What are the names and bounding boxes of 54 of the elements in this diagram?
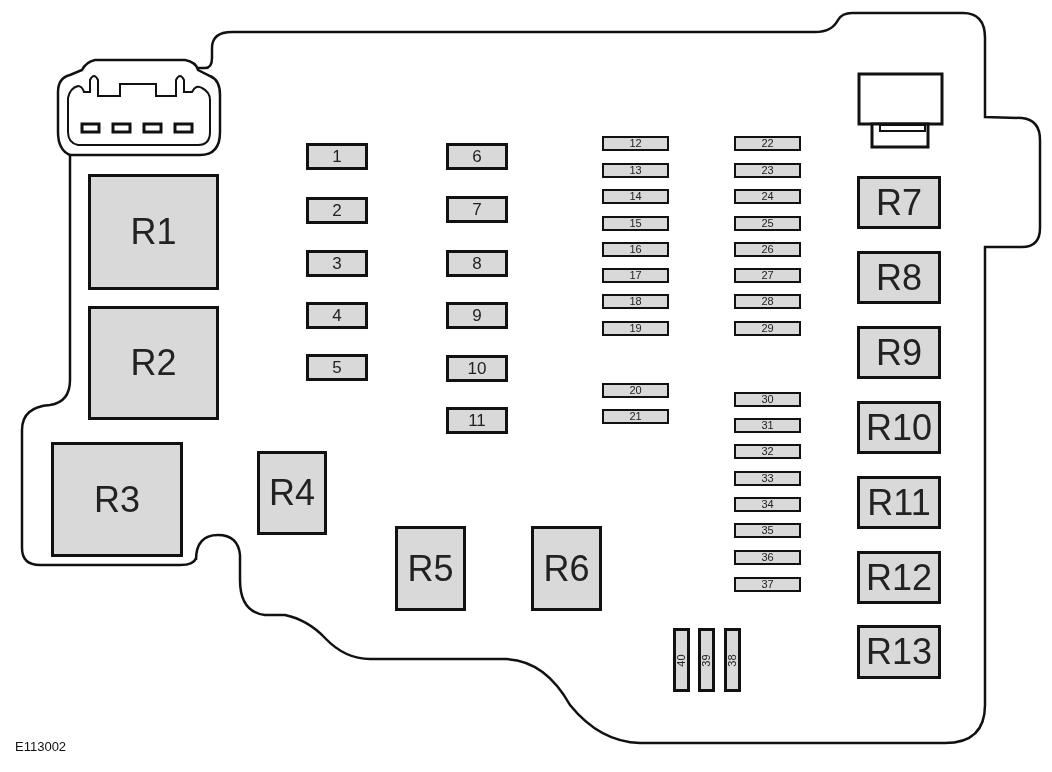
- fuse-slot: 37: [734, 577, 801, 592]
- fuse-slot: 9: [446, 302, 508, 329]
- fuse-slot: 12: [602, 136, 669, 151]
- relay-slot: R7: [857, 176, 941, 229]
- fuse-slot: 13: [602, 163, 669, 178]
- relay-slot: R8: [857, 251, 941, 304]
- fuse-slot: 11: [446, 407, 508, 434]
- fuse-slot: 32: [734, 444, 801, 459]
- relay-slot: R5: [395, 526, 466, 611]
- fuse-slot: 19: [602, 321, 669, 336]
- fuse-slot: 31: [734, 418, 801, 433]
- relay-slot: R10: [857, 401, 941, 454]
- fuse-slot: 36: [734, 550, 801, 565]
- relay-slot: R12: [857, 551, 941, 604]
- fuse-slot: 5: [306, 354, 368, 381]
- relay-slot: R9: [857, 326, 941, 379]
- fuse-slot: 35: [734, 523, 801, 538]
- relay-slot: R13: [857, 625, 941, 679]
- fuse-slot: 38: [724, 628, 741, 692]
- fuse-slot: 34: [734, 497, 801, 512]
- fuse-slot: 22: [734, 136, 801, 151]
- relay-slot: R6: [531, 526, 602, 611]
- fuse-slot: 27: [734, 268, 801, 283]
- fuse-slot: 39: [698, 628, 715, 692]
- fuse-slot: 24: [734, 189, 801, 204]
- fuse-slot: 29: [734, 321, 801, 336]
- fuse-slot: 14: [602, 189, 669, 204]
- fuse-slot: 8: [446, 250, 508, 277]
- fuse-slot: 4: [306, 302, 368, 329]
- relay-slot: R3: [51, 442, 183, 557]
- fuse-slot: 15: [602, 216, 669, 231]
- fuse-slot: 33: [734, 471, 801, 486]
- fuse-slot: 16: [602, 242, 669, 257]
- fuse-slot: 25: [734, 216, 801, 231]
- fuse-slot: 6: [446, 143, 508, 170]
- fuse-slot: 21: [602, 409, 669, 424]
- fuse-slot: 30: [734, 392, 801, 407]
- relay-slot: R11: [857, 476, 941, 529]
- fuse-slot: 1: [306, 143, 368, 170]
- fuse-slot: 17: [602, 268, 669, 283]
- fuse-slot: 2: [306, 197, 368, 224]
- fuse-slot: 20: [602, 383, 669, 398]
- fuse-slot: 28: [734, 294, 801, 309]
- fuse-slot: 18: [602, 294, 669, 309]
- fuse-slot: 26: [734, 242, 801, 257]
- relay-slot: R4: [257, 451, 327, 535]
- relay-slot: R2: [88, 306, 219, 420]
- fuse-slot: 10: [446, 355, 508, 382]
- relay-slot: R1: [88, 174, 219, 290]
- figure-code: E113002: [15, 739, 67, 754]
- fuse-slot: 3: [306, 250, 368, 277]
- fuse-slot: 23: [734, 163, 801, 178]
- fuse-slot: 40: [673, 628, 690, 692]
- fuse-slot: 7: [446, 196, 508, 223]
